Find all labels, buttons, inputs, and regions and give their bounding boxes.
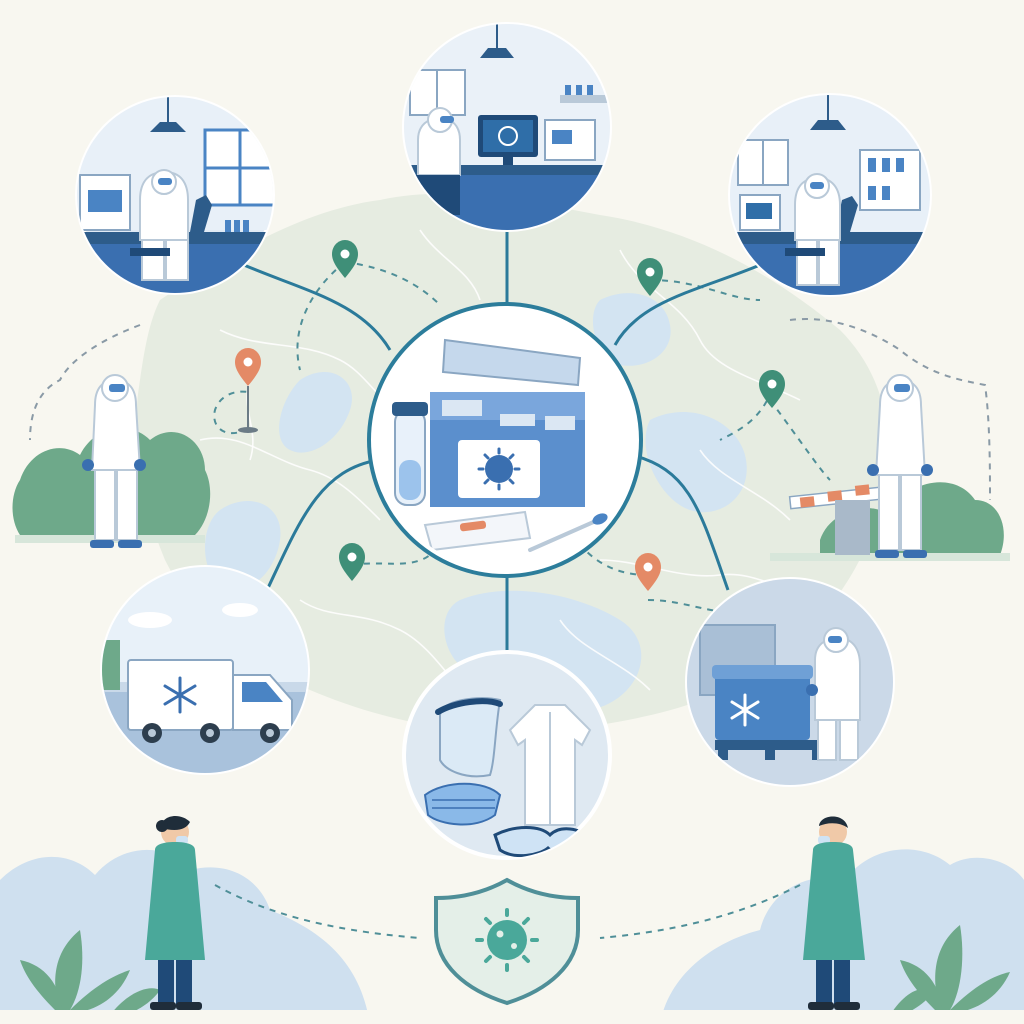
- route-dash-5: [719, 389, 773, 441]
- map-pin-green: [332, 240, 358, 278]
- face-shield-icon: [439, 697, 502, 778]
- connector-bottom-left: [266, 458, 379, 589]
- shield-routes: [214, 884, 801, 939]
- test-cassette-icon: [423, 510, 532, 552]
- route-dash-3: [213, 390, 249, 435]
- connector-bottom-right: [631, 453, 730, 591]
- map-water-west: [279, 371, 352, 453]
- swab-icon: [528, 518, 600, 552]
- route-dash-6: [351, 554, 431, 566]
- node-lab-top-right: [728, 93, 932, 297]
- ppe-face-shield-gown-mask-goggles-icon: [423, 697, 592, 858]
- map-pin-orange: [235, 348, 261, 433]
- map-water-east: [645, 412, 747, 513]
- map-water-north-east: [592, 293, 671, 366]
- hub-connectors: [236, 230, 761, 652]
- shield-route-left: [214, 884, 421, 939]
- node-ppe-kit: [402, 650, 612, 860]
- outer-routes: [29, 318, 991, 501]
- route-dash-4: [649, 279, 761, 301]
- figure-health-worker-bottom-left: [145, 816, 205, 1010]
- hub-test-kit: [367, 302, 643, 578]
- map-pin-green: [759, 370, 785, 408]
- connector-top-left: [236, 260, 392, 351]
- route-dash-7: [584, 549, 649, 576]
- map-pin-green: [339, 543, 365, 581]
- connector-top-right: [613, 263, 761, 346]
- figure-field-worker-left: [12, 374, 211, 548]
- figure-checkpoint-worker-right: [770, 374, 1010, 561]
- virus-emblem-icon: [477, 447, 521, 491]
- node-cold-storage: [685, 577, 895, 787]
- map-pin-green: [637, 258, 663, 296]
- test-kit-with-virus-emblem-icon: [392, 338, 608, 552]
- snowflake-icon: [730, 693, 760, 727]
- snowflake-icon: [163, 676, 197, 714]
- route-dash-9: [769, 399, 831, 481]
- route-dash-1: [344, 261, 441, 306]
- map-pins: [235, 240, 785, 591]
- virus-shield-icon: [434, 877, 580, 1006]
- map-pin-orange: [635, 553, 661, 591]
- route-dash-2: [296, 261, 346, 371]
- face-mask-icon: [423, 782, 502, 826]
- outer-route-left: [29, 324, 141, 441]
- cold-storage-box-handling-icon: [687, 579, 893, 785]
- figure-health-worker-bottom-right: [803, 816, 865, 1010]
